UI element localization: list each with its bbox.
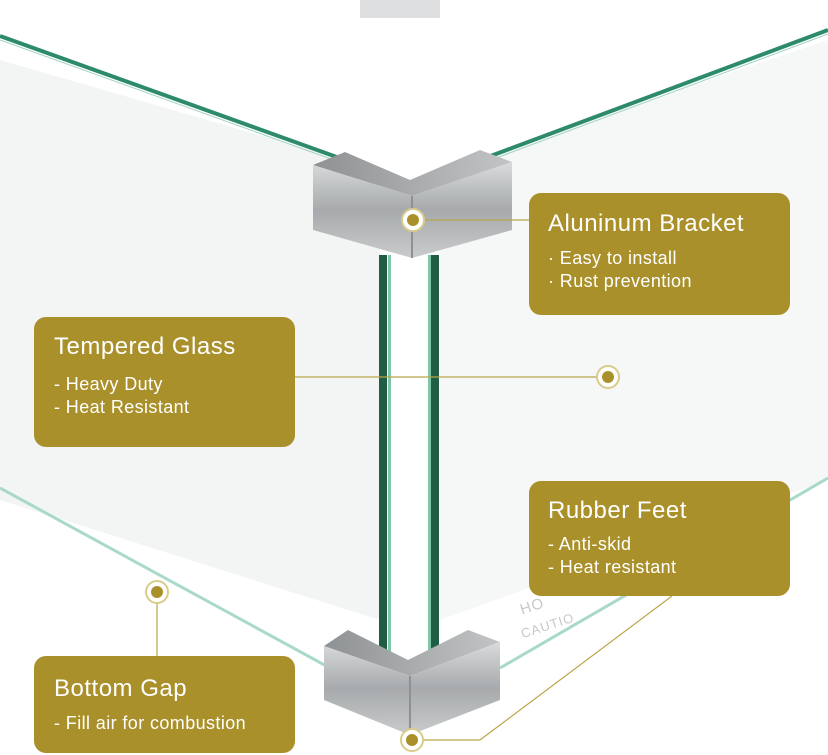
callout-title: Aluninum Bracket	[548, 210, 745, 237]
top-clip	[360, 0, 440, 18]
callout-rubber-feet: Rubber Feet - Anti-skid - Heat resistant	[529, 481, 790, 596]
marker-dots	[145, 208, 620, 752]
callout-aluminum-bracket: Aluninum Bracket · Easy to install · Rus…	[529, 193, 790, 315]
callout-title: Rubber Feet	[548, 497, 687, 524]
callout-bullet: - Heat Resistant	[54, 397, 190, 417]
callout-bullet: - Heat resistant	[548, 557, 677, 577]
callout-bullet: · Easy to install	[548, 248, 677, 268]
marker-dot	[406, 734, 418, 746]
top-glass-edges	[0, 28, 828, 165]
callout-tempered-glass: Tempered Glass - Heavy Duty - Heat Resis…	[34, 317, 295, 447]
callout-bullet: - Heavy Duty	[54, 374, 163, 394]
callout-bottom-gap: Bottom Gap - Fill air for combustion	[34, 656, 295, 753]
marker-dot	[602, 371, 614, 383]
glass-panel-edges	[379, 255, 439, 665]
background-shade	[440, 40, 828, 620]
callout-title: Tempered Glass	[54, 333, 236, 360]
leader-lines	[156, 219, 673, 741]
callout-title: Bottom Gap	[54, 675, 188, 702]
marker-dot	[407, 214, 419, 226]
callout-bullet: - Anti-skid	[548, 534, 632, 554]
marker-dot	[151, 586, 163, 598]
callout-bullet: · Rust prevention	[548, 271, 692, 291]
callout-bullet: - Fill air for combustion	[54, 713, 247, 733]
bottom-bracket	[324, 630, 500, 735]
